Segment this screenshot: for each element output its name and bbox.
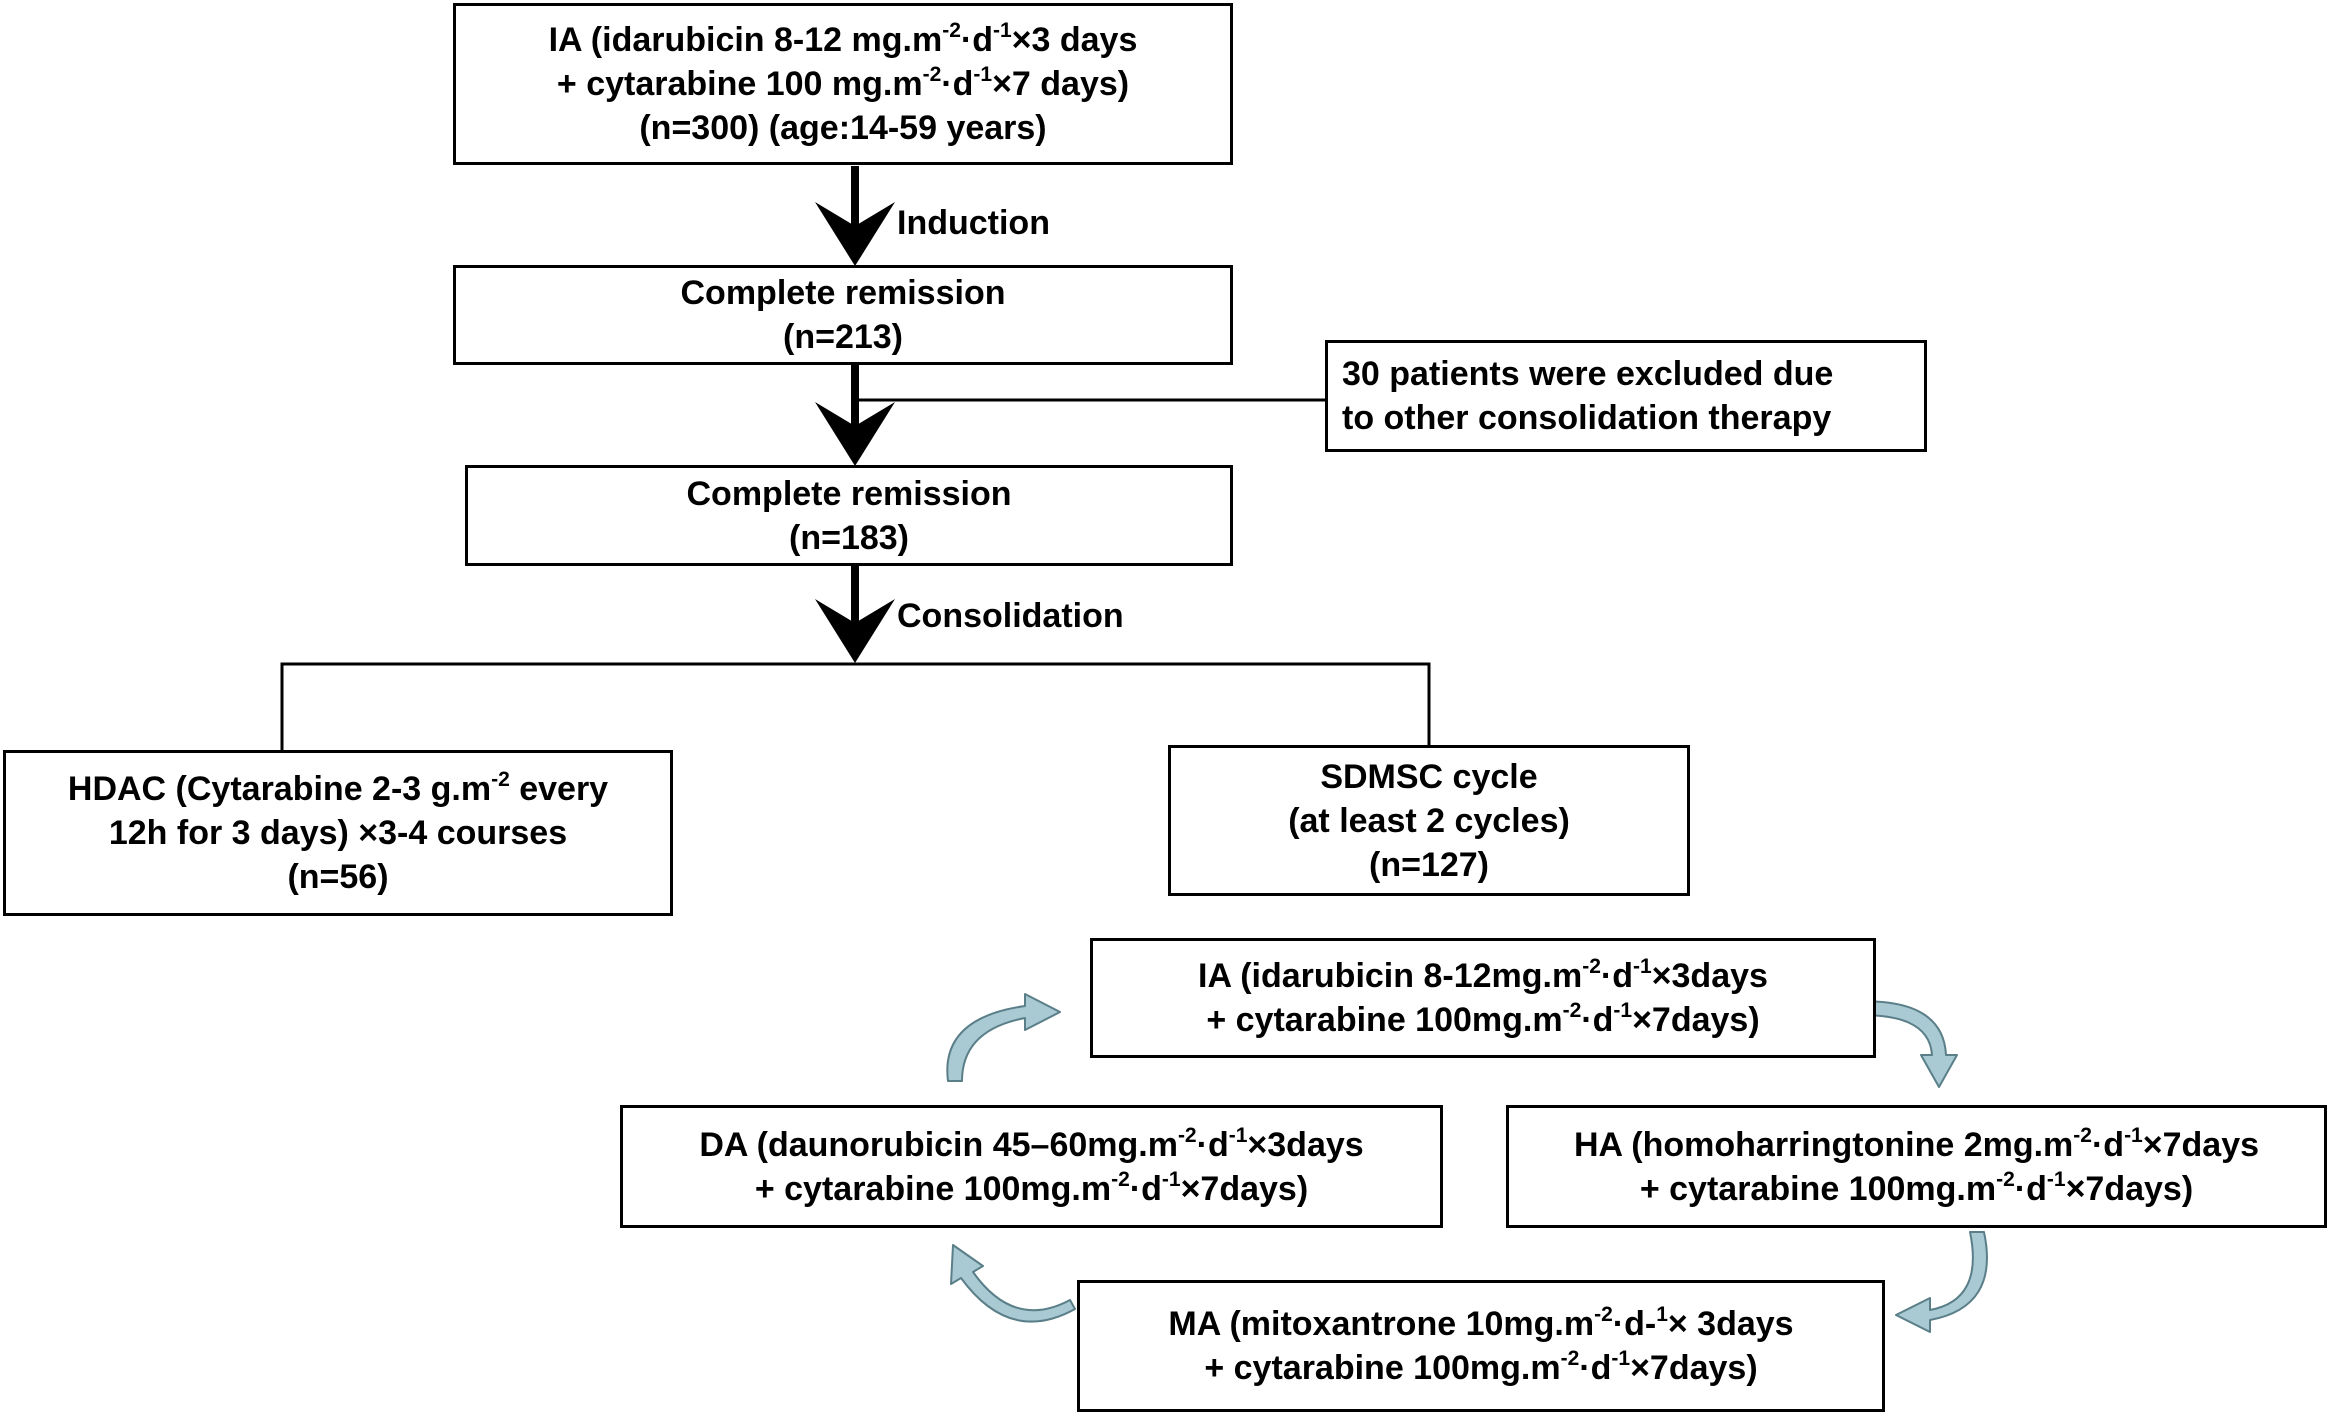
hdac-count: (n=56) — [287, 858, 389, 896]
complete-remission-183-count: (n=183) — [789, 518, 909, 557]
cycle-arrow-ma-to-da — [950, 1244, 1076, 1323]
consolidation-branch-connector — [280, 662, 1431, 750]
ma-box: MA (mitoxantrone 10mg.m-2·d-1× 3days + c… — [1077, 1280, 1885, 1412]
excluded-patients-line1: 30 patients were excluded due — [1342, 355, 1834, 393]
ma-line2: + cytarabine 100mg.m-2·d-1×7days) — [1204, 1347, 1758, 1387]
cycle-arrow-ia-to-ha — [1845, 1000, 1958, 1088]
sdmsc-box: SDMSC cycle (at least 2 cycles) (n=127) — [1168, 745, 1690, 896]
ha-line2: + cytarabine 100mg.m-2·d-1×7days) — [1639, 1167, 2194, 1208]
excluded-patients-box: 30 patients were excluded due to other c… — [1325, 340, 1927, 452]
ma-line1: MA (mitoxantrone 10mg.m-2·d-1× 3days — [1168, 1303, 1794, 1343]
ia-cycle-line2: + cytarabine 100mg.m-2·d-1×7days) — [1206, 999, 1760, 1039]
consolidation-label: Consolidation — [897, 597, 1124, 635]
initial-ia-dose-line: IA (idarubicin 8-12 mg.m-2·d-1×3 days — [548, 19, 1138, 59]
complete-remission-183-box: Complete remission (n=183) — [465, 465, 1233, 566]
initial-ia-count-line: (n=300) (age:14-59 years) — [639, 109, 1047, 147]
ha-line1: HA (homoharringtonine 2mg.m-2·d-1×7days — [1573, 1123, 2260, 1164]
ia-cycle-line1: IA (idarubicin 8-12mg.m-2·d-1×3days — [1198, 955, 1768, 995]
initial-ia-box: IA (idarubicin 8-12 mg.m-2·d-1×3 days + … — [453, 3, 1233, 165]
complete-remission-213-box: Complete remission (n=213) — [453, 265, 1233, 365]
cycle-arrow-da-to-ia — [946, 993, 1061, 1082]
da-box: DA (daunorubicin 45–60mg.m-2·d-1×3days +… — [620, 1105, 1443, 1228]
induction-label: Induction — [897, 204, 1050, 242]
complete-remission-213-title: Complete remission — [680, 274, 1006, 312]
hdac-box: HDAC (Cytarabine 2-3 g.m-2 every 12h for… — [3, 750, 673, 916]
ha-box: HA (homoharringtonine 2mg.m-2·d-1×7days … — [1506, 1105, 2327, 1228]
da-line1: DA (daunorubicin 45–60mg.m-2·d-1×3days — [699, 1123, 1364, 1164]
sdmsc-cycles: (at least 2 cycles) — [1288, 801, 1570, 840]
hdac-line2: 12h for 3 days) ×3-4 courses — [108, 814, 568, 852]
sdmsc-title: SDMSC cycle — [1320, 757, 1538, 796]
hdac-line1: HDAC (Cytarabine 2-3 g.m-2 every — [67, 768, 609, 808]
cycle-arrows — [946, 993, 1988, 1333]
cycle-arrow-ha-to-ma — [1895, 1231, 1988, 1333]
da-line2: + cytarabine 100mg.m-2·d-1×7days) — [754, 1167, 1309, 1208]
initial-ia-cytarabine-line: + cytarabine 100 mg.m-2·d-1×7 days) — [556, 63, 1130, 103]
complete-remission-183-title: Complete remission — [686, 474, 1012, 513]
sdmsc-count: (n=127) — [1369, 845, 1489, 884]
complete-remission-213-count: (n=213) — [783, 318, 903, 356]
ia-cycle-box: IA (idarubicin 8-12mg.m-2·d-1×3days + cy… — [1090, 938, 1876, 1058]
excluded-patients-line2: to other consolidation therapy — [1342, 399, 1832, 437]
